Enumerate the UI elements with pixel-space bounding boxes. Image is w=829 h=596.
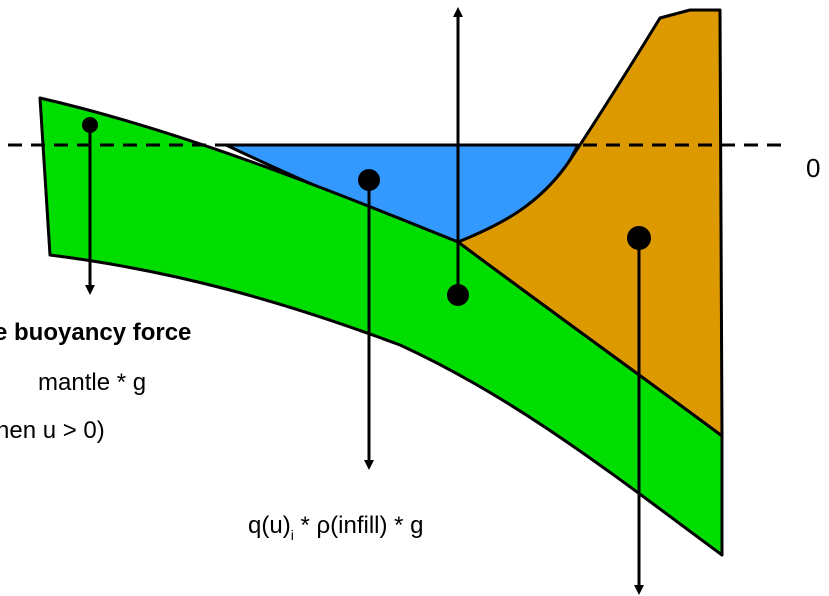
infill-label-subscript: i — [291, 527, 294, 543]
buoyancy-formula: mantle * g — [38, 369, 146, 396]
infill-load-point — [358, 169, 380, 191]
buoyancy-title: e buoyancy force — [0, 319, 191, 346]
lithosphere-plate — [38, 96, 724, 557]
sediment-load-point — [627, 226, 651, 250]
infill-label-rest: * ρ(infill) * g — [294, 512, 424, 539]
infill-label-q: q(u) — [248, 512, 291, 539]
restoring-force-point — [447, 284, 469, 306]
sea-level-label: 0 — [806, 153, 820, 183]
infill-load-label: q(u)i * ρ(infill) * g — [248, 512, 424, 543]
buoyancy-condition: hen u > 0) — [0, 417, 105, 444]
buoyancy-point-small — [82, 117, 98, 133]
